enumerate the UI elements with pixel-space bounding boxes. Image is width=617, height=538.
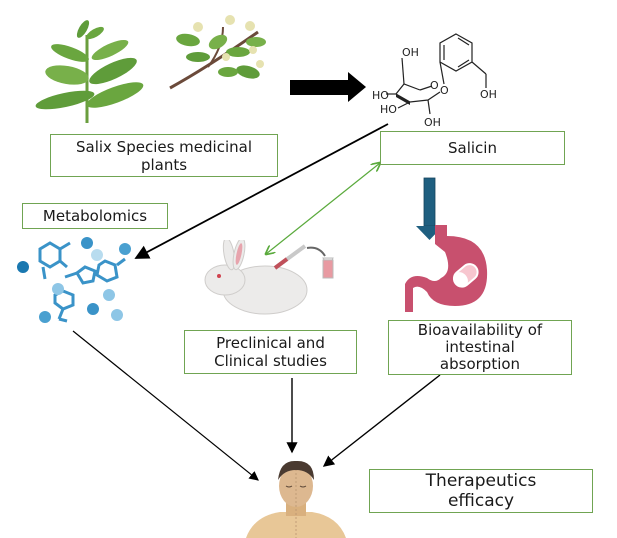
node-bioavailability: Bioavailability of intestinal absorption [388,320,572,375]
node-therapeutics-line2: efficacy [447,491,515,511]
mol-label-o-ring: O [430,79,439,92]
node-studies-line2: Clinical studies [214,352,327,370]
flowering-branch-icon [169,15,266,90]
rabbit-injection-icon [204,240,334,315]
arrow-metabolomics-to-therapeutics [72,330,259,481]
metabolites-icon [17,237,131,323]
human-bust-icon [246,460,346,538]
node-bioavailability-line2: intestinal [445,337,515,356]
node-studies-line1: Preclinical and [216,334,325,352]
node-therapeutics-efficacy: Therapeutics efficacy [369,469,593,513]
mol-label-ho-1: HO [372,89,389,102]
bold-arrow-plants-to-salicin [290,72,366,102]
willow-sprig-icon [35,20,144,123]
node-bioavailability-line3: absorption [439,355,521,374]
node-salix-plants-line1: Salix Species medicinal [75,137,252,156]
node-metabolomics-label: Metabolomics [42,207,148,225]
node-salix-plants-line2: plants [140,155,188,174]
node-therapeutics-line1: Therapeutics [425,470,537,491]
arrow-salicin-to-metabolomics [134,123,389,259]
mol-label-ho-2: HO [380,103,397,116]
arrow-salicin-studies [266,163,380,254]
node-bioavailability-line1: Bioavailability of [417,320,543,339]
stomach-capsule-icon [405,225,488,312]
mol-label-o-bridge: O [440,84,449,97]
node-metabolomics: Metabolomics [22,203,168,229]
arrow-bioavailability-to-therapeutics [322,374,441,467]
mol-label-oh-side: OH [480,88,497,101]
node-preclinical-studies: Preclinical and Clinical studies [184,330,357,374]
node-salicin: Salicin [380,131,565,165]
node-salicin-label: Salicin [448,139,497,157]
mol-label-oh-top: OH [402,46,419,59]
mol-label-oh-bottom: OH [424,116,441,128]
salicin-molecule-icon: OH HO HO OH O O OH [372,33,497,128]
node-salix-plants: Salix Species medicinal plants [50,134,278,177]
